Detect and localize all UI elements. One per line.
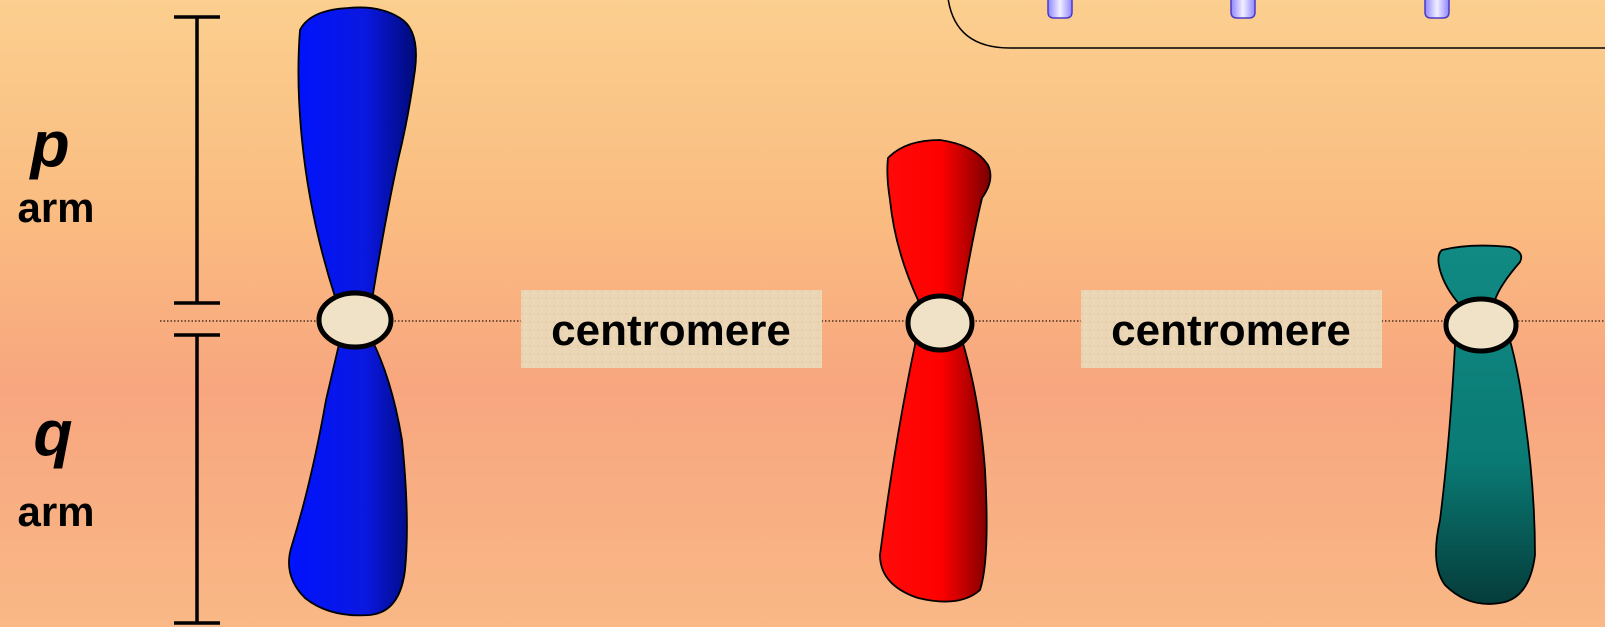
panel-knob-3 [1425, 0, 1449, 18]
metacentric-chromosome [289, 7, 416, 615]
centromere-label-box-2: centromere [1081, 290, 1382, 368]
centromere-label-2: centromere [1111, 306, 1351, 355]
p-arm-word: arm [17, 184, 94, 231]
centromere-label-1: centromere [551, 306, 791, 355]
acrocentric-chromosome [1436, 246, 1535, 604]
submetacentric-chromosome [880, 140, 990, 602]
q-arm-word: arm [17, 488, 94, 535]
top-panel [948, 0, 1605, 48]
p-arm-letter: p [28, 108, 69, 180]
centromere-3 [1446, 299, 1516, 351]
centromere-label-box-1: centromere [521, 290, 822, 368]
p-arm-bracket [174, 17, 220, 303]
q-arm-letter: q [33, 397, 72, 469]
q-arm-bracket [174, 335, 220, 623]
centromere-2 [908, 296, 972, 350]
panel-knob-2 [1231, 0, 1255, 18]
panel-knob-1 [1048, 0, 1072, 18]
centromere-1 [319, 293, 391, 347]
